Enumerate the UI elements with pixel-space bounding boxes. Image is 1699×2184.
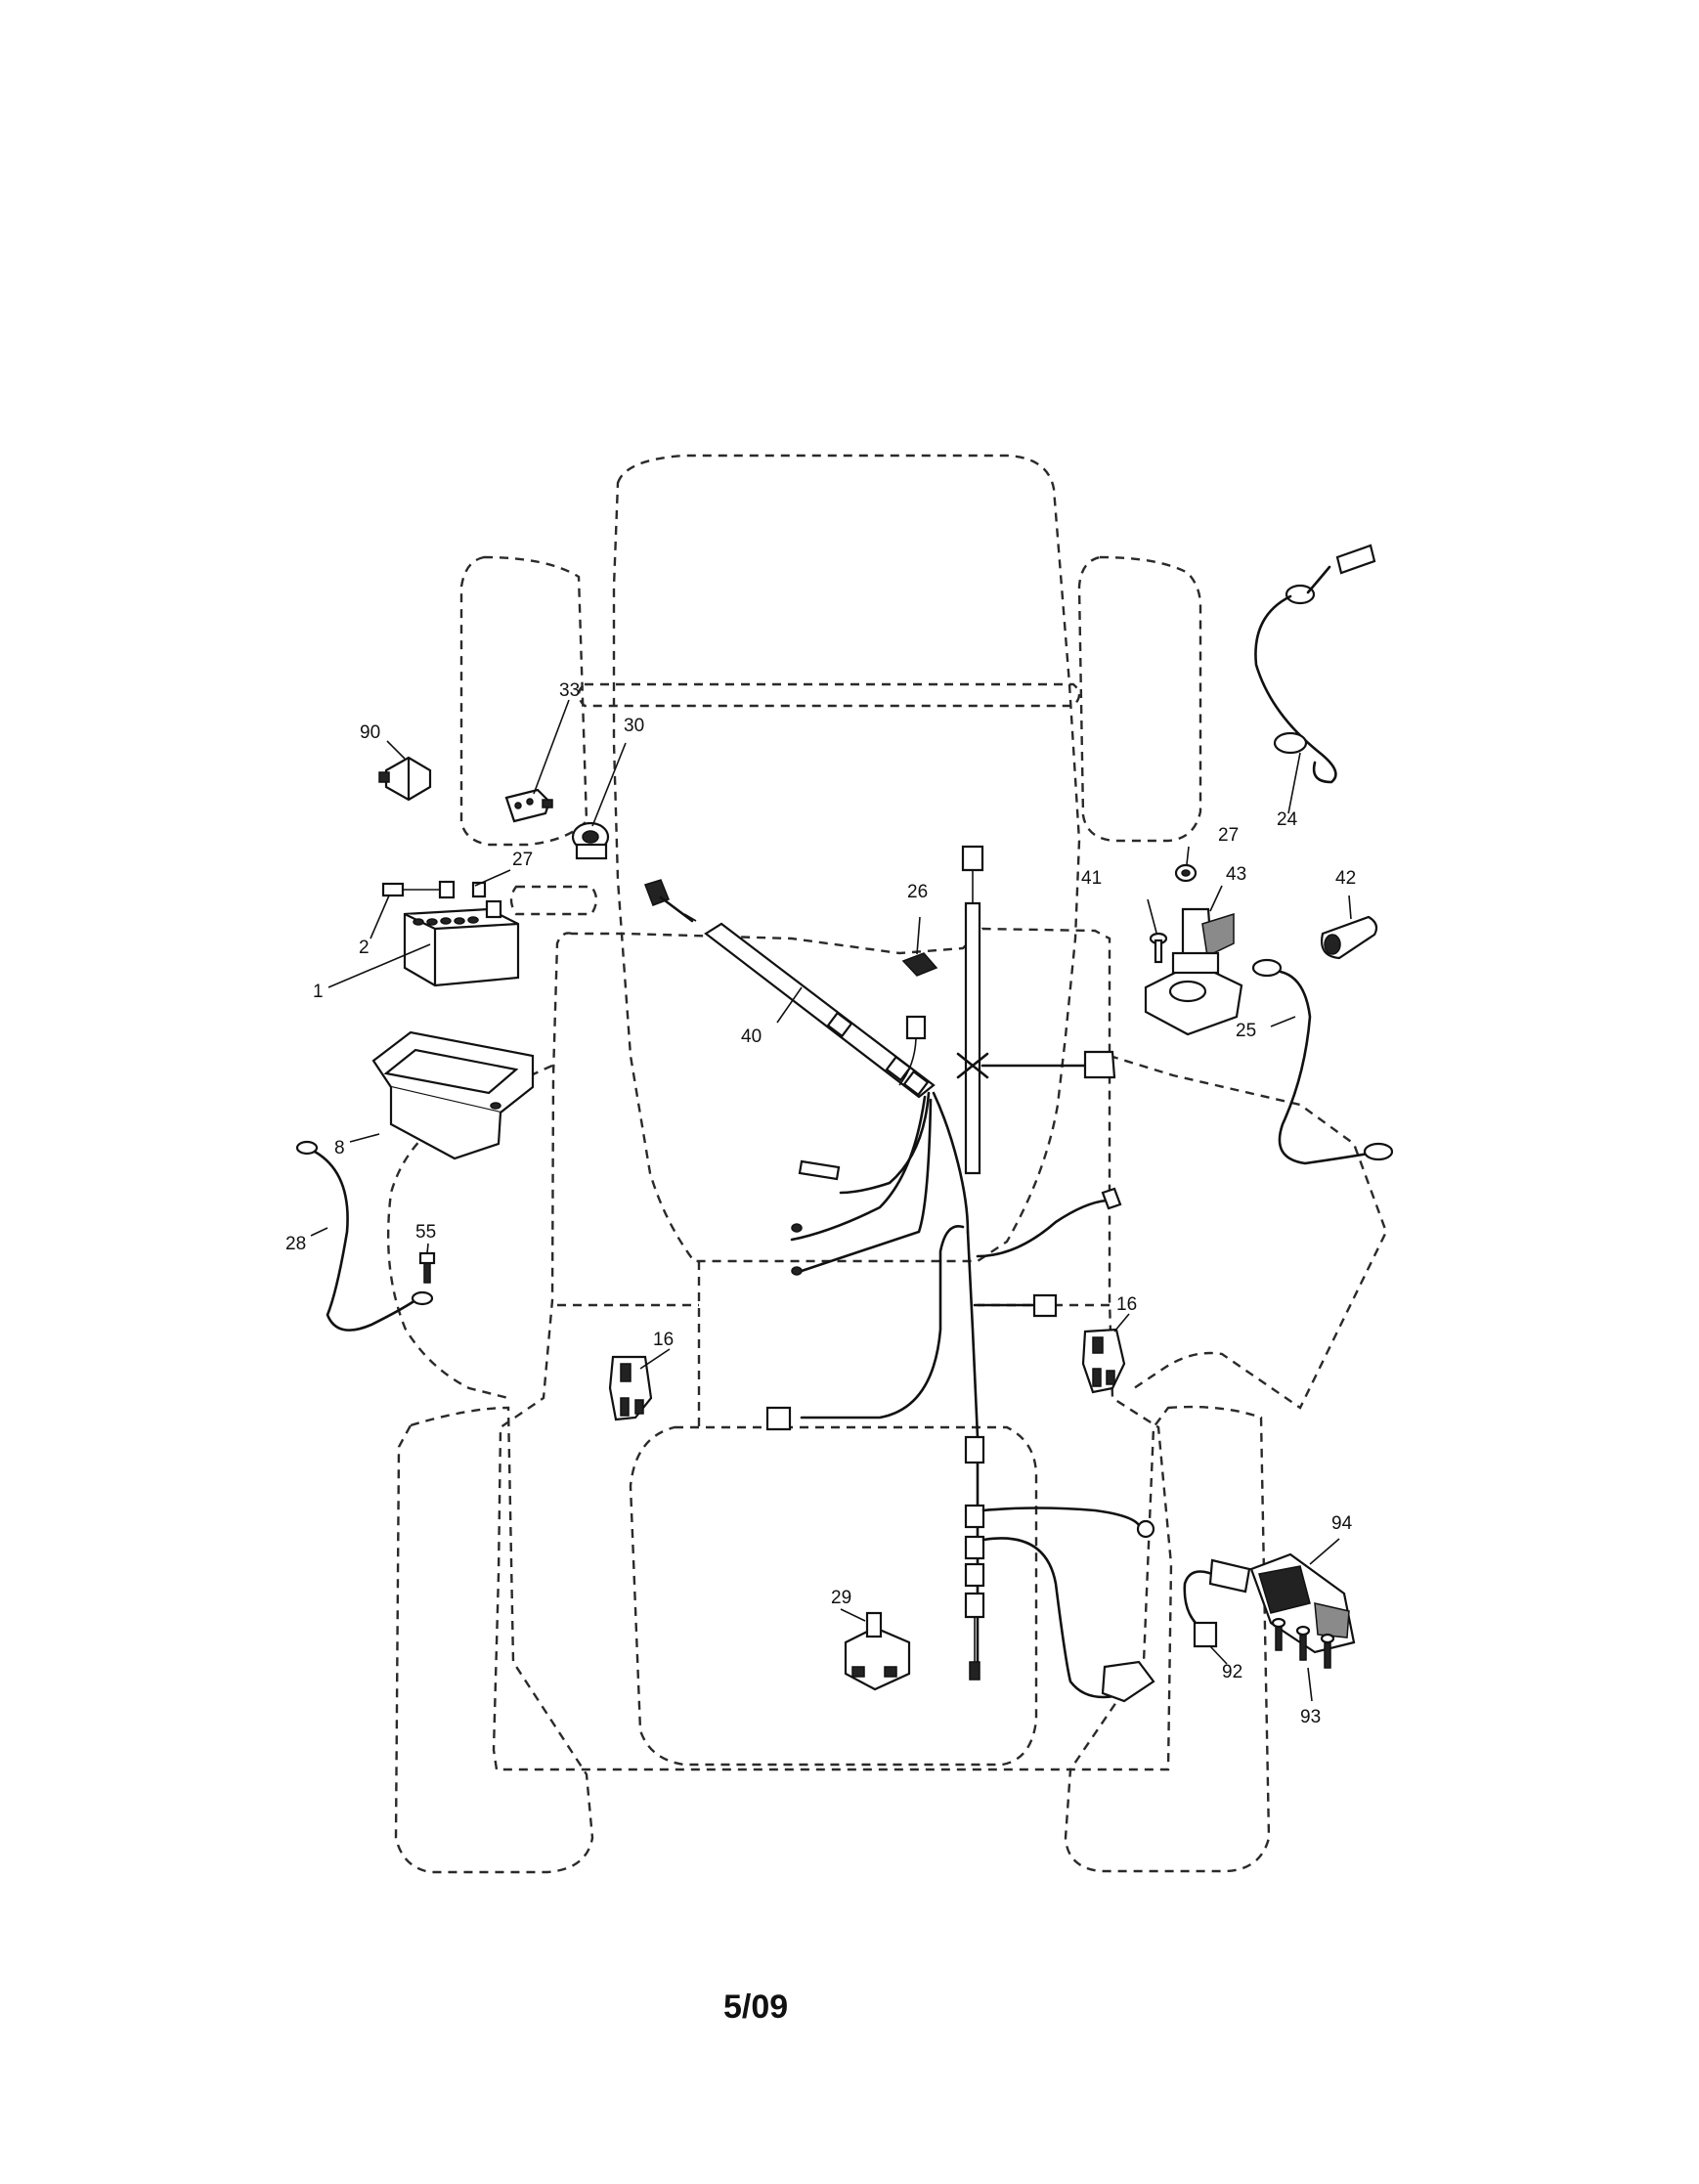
callout-24: 24 [1277,809,1298,830]
callout-30: 30 [624,716,644,736]
pto-cable-assembly [956,845,1116,1175]
hood-outline [612,454,1081,1263]
callout-94: 94 [1331,1513,1353,1534]
callout-2: 2 [359,938,370,958]
callout-labels: 90 33 30 27 2 1 8 28 55 40 26 16 16 24 2… [285,680,1356,1727]
callout-33: 33 [559,680,580,701]
battery-bolt-part-2 [381,882,445,897]
ignition-key-part-33 [504,788,553,823]
module-part-94 [1249,1552,1356,1654]
callout-43: 43 [1226,864,1246,885]
callout-92: 92 [1222,1662,1242,1682]
interlock-switch-left-part-16 [608,1355,653,1421]
battery-tray-part-8 [371,1030,535,1160]
callout-55: 55 [415,1222,436,1243]
callout-27-left: 27 [512,850,533,870]
front-left-tire-outline [459,555,588,847]
callout-28: 28 [285,1234,306,1254]
interlock-switch-right-part-16 [1081,1328,1126,1394]
callout-93: 93 [1300,1707,1321,1727]
battery-nut-part-27 [438,880,487,899]
callout-26: 26 [907,882,928,902]
solenoid-nut-part-27 [1174,863,1198,883]
positive-cable-part-24 [1254,544,1376,784]
battery-part-1 [403,899,520,987]
terminal-boot-part-42 [1321,915,1378,960]
callout-41: 41 [1081,868,1102,889]
ground-cable-part-28 [295,1140,434,1332]
callout-90: 90 [360,722,380,743]
fuse-part-26 [901,952,938,977]
right-fender-outline [1109,1054,1388,1410]
callout-40: 40 [741,1026,762,1047]
callout-1: 1 [313,982,324,1002]
body-outline [492,927,1173,1771]
rear-left-tire-outline [394,1406,594,1874]
connector-wire-part-92 [1183,1558,1251,1648]
pto-switch-part-29 [844,1611,911,1691]
callout-29: 29 [831,1588,851,1608]
callout-27-right: 27 [1218,825,1239,846]
solenoid-cable-part-25 [1251,958,1394,1165]
relay-part-90 [378,756,432,802]
callout-8: 8 [334,1138,345,1158]
front-right-tire-outline [1077,555,1202,843]
solenoid-part-43 [1144,907,1243,1036]
solenoid-bolt-part-41 [1149,932,1168,964]
battery-mount-outline [509,885,598,916]
screw-part-55 [418,1251,436,1284]
front-axle-outline [577,682,1081,708]
callout-42: 42 [1335,868,1356,889]
callout-25: 25 [1236,1021,1256,1041]
screws-part-93 [1271,1617,1335,1669]
fuse-holder [898,1015,927,1086]
ignition-switch-part-30 [571,821,610,860]
page-date-code: 5/09 [723,1988,788,2026]
wiring-harness-part-40 [644,879,1155,1703]
callout-16-left: 16 [653,1330,674,1350]
left-fender-outline [386,1064,553,1400]
leader-lines [310,699,1352,1702]
callout-16-right: 16 [1116,1294,1137,1315]
rear-right-tire-outline [1064,1405,1271,1873]
